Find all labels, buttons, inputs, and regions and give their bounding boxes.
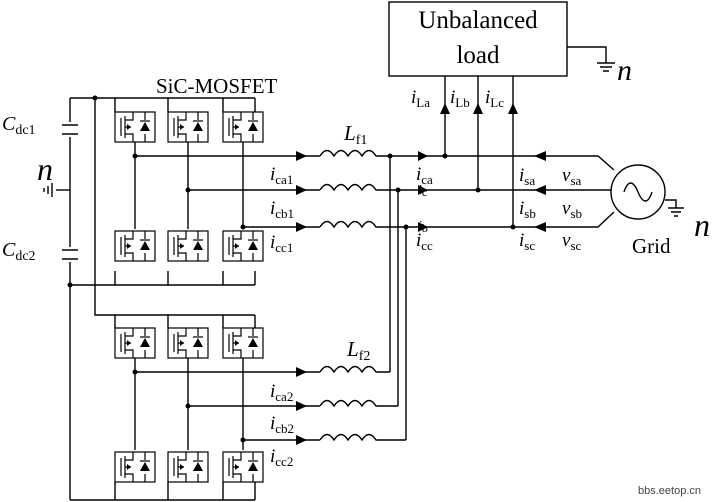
label-lf2: Lf2 [346,337,370,364]
load-neutral-label: n [617,54,632,87]
unbalanced-load-box: Unbalanced load n [388,1,632,87]
sic-mosfet-label: SiC-MOSFET [156,74,278,98]
label-ica1: ica1 [270,164,293,187]
label-icc1: icc1 [270,232,293,255]
label-vsc: vsc [562,230,581,253]
label-isb: isb [519,198,536,221]
label-iLb: iLb [450,87,470,110]
source-current-labels: isa isb isc [519,165,536,253]
grid-source: n Grid [610,164,710,258]
label-iLc: iLc [485,87,504,110]
label-ica2: ica2 [270,381,293,404]
label-ic-overlap: ic [418,183,427,199]
total-current-labels: ica ic ib icc [416,164,433,253]
load-title-line2: load [456,42,500,69]
converter-2: Lf2 ica2 icb2 icc2 [114,153,409,500]
label-icb2: icb2 [270,413,294,436]
grid-label: Grid [632,234,671,258]
label-icc2: icc2 [270,446,293,469]
label-icc: icc [416,230,433,253]
label-isc: isc [519,230,535,253]
source-voltage-labels: vsa vsb vsc [562,165,582,253]
label-isa: isa [519,165,535,188]
label-vsa: vsa [562,165,581,188]
label-cdc2: Cdc2 [2,239,36,264]
load-title-line1: Unbalanced [418,7,538,34]
label-lf1: Lf1 [343,121,367,148]
label-icb1: icb1 [270,198,294,221]
grid-phase-lines [398,151,615,232]
load-current-labels: iLa iLb iLc [411,87,504,110]
load-branches [440,76,518,230]
label-vsb: vsb [562,198,582,221]
dc-neutral-label: n [37,151,53,187]
label-ica: ica [416,164,433,187]
label-cdc1: Cdc1 [2,113,36,138]
dc-link: n Cdc1 Cdc2 [2,95,255,501]
watermark-text: bbs.eetop.cn [638,485,701,497]
label-ib-overlap: ib [418,219,428,235]
converter-1: Lf1 ica1 icb1 icc1 [114,98,398,285]
label-iLa: iLa [411,87,430,110]
grid-neutral-label: n [694,207,710,243]
